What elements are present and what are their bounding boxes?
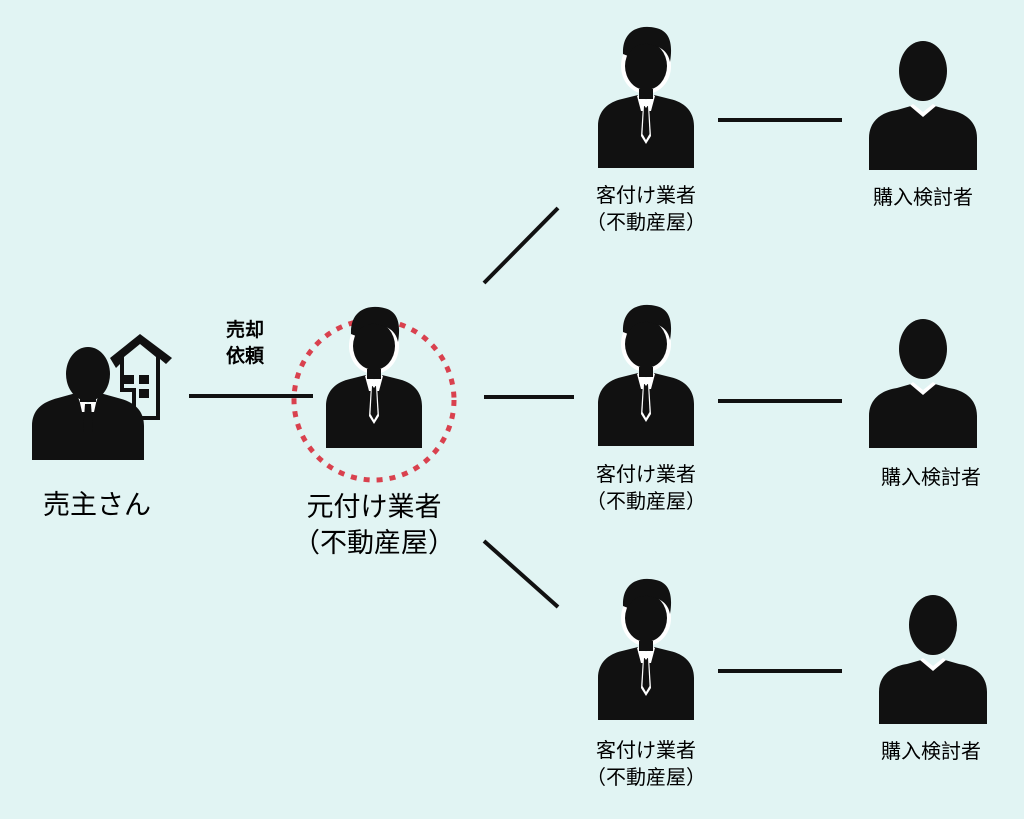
buyer-agent-2-name: 客付け業者 — [596, 462, 696, 486]
agent-to-buyer-agent-1-line — [482, 206, 560, 285]
buyer-1-label: 購入検討者 — [873, 185, 973, 209]
buyer-agent-1-name: 客付け業者 — [596, 183, 696, 207]
buyer-agent-3-icon — [598, 578, 694, 720]
businessman-icon — [32, 347, 144, 460]
sale-request-line2: 依頼 — [225, 344, 264, 367]
buyer-3-icon — [879, 595, 987, 724]
listing-agent-label: 元付け業者 （不動産屋） — [284, 490, 464, 563]
buyer-agent-1-type: （不動産屋） — [586, 210, 706, 234]
seller-label: 売主さん — [43, 490, 151, 521]
buyer-2-label: 購入検討者 — [881, 465, 981, 489]
buyer-agent-3-type: （不動産屋） — [586, 765, 706, 789]
agent-to-buyer-agent-3-line — [482, 539, 560, 609]
sale-request-label: 売却 依頼 — [210, 318, 280, 369]
listing-agent-highlight-ring — [291, 317, 457, 483]
buyer-3-label: 購入検討者 — [881, 739, 981, 763]
buyer-agent-1-label: 客付け業者 （不動産屋） — [571, 182, 721, 236]
listing-agent-name: 元付け業者 — [306, 492, 442, 523]
buyer-agent-2-icon — [598, 304, 694, 446]
buyer-agent-2-type: （不動産屋） — [586, 489, 706, 513]
buyer-1-icon — [869, 41, 977, 170]
listing-agent-type: （不動産屋） — [293, 528, 455, 560]
buyer-2-icon — [869, 319, 977, 448]
connector-lines — [189, 118, 842, 673]
buyer-agent-3-label: 客付け業者 （不動産屋） — [571, 737, 721, 791]
seller-icon-group — [32, 334, 172, 460]
house-icon — [110, 334, 172, 420]
buyer-agent-2-label: 客付け業者 （不動産屋） — [571, 461, 721, 515]
buyer-agent-3-name: 客付け業者 — [596, 738, 696, 762]
buyer-agent-1-icon — [598, 26, 694, 168]
sale-request-line1: 売却 — [225, 319, 264, 341]
